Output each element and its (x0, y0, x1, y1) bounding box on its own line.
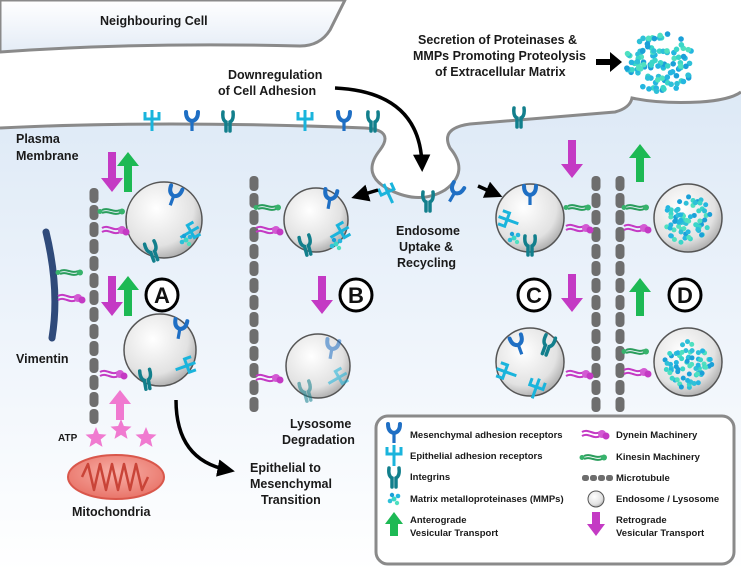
secretion-label-3: of Extracellular Matrix (435, 65, 566, 79)
microtubule-b (249, 176, 259, 412)
vimentin-filament (42, 228, 59, 342)
microtubule-icon (582, 475, 613, 481)
endosome-d-top (653, 183, 723, 253)
endosome-label-1: Endosome (396, 224, 460, 238)
mmp-cargo (662, 339, 715, 390)
legend-mesenchymal: Mesenchymal adhesion receptors (410, 430, 563, 441)
emt-label-2: Mesenchymal (250, 477, 332, 491)
endosome-label-2: Uptake & (399, 240, 453, 254)
panel-d-badge (667, 277, 703, 313)
plasma-membrane-label-1: Plasma (16, 132, 61, 146)
microtubule-c (591, 176, 601, 412)
endosome-arrow-left (351, 184, 379, 202)
legend-anterograde-2: Vesicular Transport (410, 528, 499, 539)
endosome-icon (587, 490, 605, 508)
anterograde-arrow-icon (629, 144, 651, 182)
legend-box (374, 414, 736, 566)
vimentin-label: Vimentin (16, 352, 69, 366)
legend-kinesin: Kinesin Machinery (616, 452, 701, 463)
retrograde-arrow-icon (109, 390, 131, 420)
legend-microtubule: Microtubule (616, 473, 670, 484)
atp-star-icons (85, 419, 157, 447)
anterograde-arrow-icon (117, 276, 139, 316)
retrograde-arrow-icon (311, 276, 333, 314)
microtubule-a (89, 188, 99, 424)
retrograde-arrow-icon (101, 152, 123, 192)
anterograde-arrow-icon (629, 278, 651, 316)
retrograde-arrow-icon (561, 140, 583, 178)
mitochondria-icon (67, 454, 165, 500)
panel-a-label: A (154, 283, 170, 308)
legend-retrograde-2: Vesicular Transport (616, 528, 705, 539)
mitochondria-label: Mitochondria (72, 505, 152, 519)
plasma-membrane-label-2: Membrane (16, 149, 79, 163)
endosome-arrow-right (477, 181, 503, 198)
atp-label: ATP (58, 433, 78, 444)
legend-anterograde-1: Anterograde (410, 515, 466, 526)
mmp-cargo (664, 194, 713, 245)
emt-arrow (174, 399, 235, 477)
panel-c-label: C (526, 283, 542, 308)
retrograde-arrow-icon (101, 276, 123, 316)
downregulation-label-2: of Cell Adhesion (218, 84, 316, 98)
microtubule-d (615, 176, 625, 412)
endosome-a-top (125, 181, 203, 259)
secretion-arrow (596, 52, 622, 72)
panel-a-badge (144, 277, 180, 313)
secreted-mmp-cloud (624, 31, 694, 94)
emt-label-3: Transition (261, 493, 321, 507)
legend-epithelial: Epithelial adhesion receptors (410, 451, 543, 462)
legend-dynein: Dynein Machinery (616, 430, 698, 441)
secretion-label-2: MMPs Promoting Proteolysis (413, 49, 586, 63)
panel-b-label: B (348, 283, 364, 308)
lysosome-label-2: Degradation (282, 433, 355, 447)
secretion-label-1: Secretion of Proteinases & (418, 33, 577, 47)
anterograde-arrow-icon (117, 152, 139, 192)
downregulation-arrow (334, 86, 431, 172)
panel-d-label: D (677, 283, 693, 308)
panel-b-badge (338, 277, 374, 313)
legend-integrins: Integrins (410, 472, 450, 483)
emt-label-1: Epithelial to (250, 461, 321, 475)
lysosome-label-1: Lysosome (290, 417, 351, 431)
downregulation-label-1: Downregulation (228, 68, 322, 82)
legend-endosome: Endosome / Lysosome (616, 494, 719, 505)
neighbouring-cell-membrane (0, 0, 347, 54)
legend-retrograde-1: Retrograde (616, 515, 667, 526)
legend-mmps: Matrix metalloproteinases (MMPs) (410, 494, 564, 505)
plasma-membrane (0, 90, 741, 199)
retrograde-arrow-icon (587, 512, 605, 536)
retrograde-arrow-icon (561, 274, 583, 312)
panel-c-badge (516, 277, 552, 313)
neighbouring-cell-label: Neighbouring Cell (100, 14, 208, 28)
anterograde-arrow-icon (385, 512, 403, 536)
endosome-label-3: Recycling (397, 256, 456, 270)
